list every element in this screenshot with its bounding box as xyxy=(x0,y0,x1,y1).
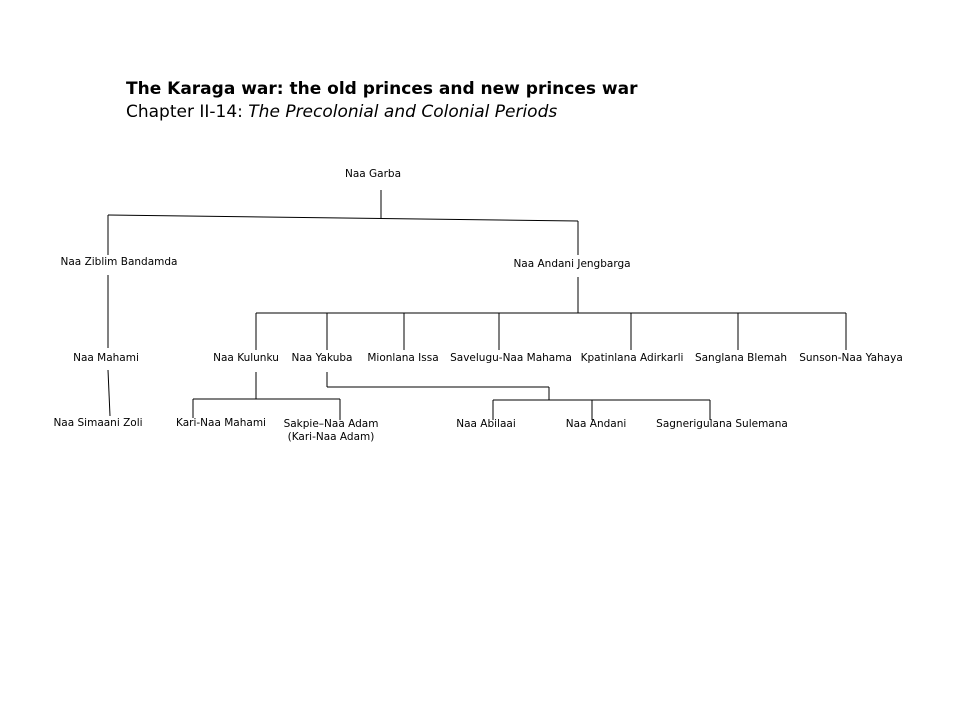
node-naa-mahami: Naa Mahami xyxy=(73,352,139,364)
node-savelugu-naa-mahama: Savelugu-Naa Mahama xyxy=(450,352,572,364)
node-sanglana-blemah: Sanglana Blemah xyxy=(694,352,788,364)
node-naa-andani-jengbarga: Naa Andani Jengbarga xyxy=(513,258,631,270)
node-kari-naa-mahami: Kari-Naa Mahami xyxy=(176,417,266,429)
node-sakpie-naa-adam-alias: (Kari-Naa Adam) xyxy=(287,431,375,443)
node-sakpie-naa-adam-name: Sakpie–Naa Adam xyxy=(283,418,379,430)
connector-gen1-bar xyxy=(107,214,579,222)
node-sagnerigulana-sulemana: Sagnerigulana Sulemana xyxy=(656,418,788,430)
node-naa-garba: Naa Garba xyxy=(344,168,402,180)
page-title: The Karaga war: the old princes and new … xyxy=(126,79,638,99)
node-kpatinlana-adirkarli: Kpatinlana Adirkarli xyxy=(580,352,684,364)
chapter-subtitle: Chapter II-14: The Precolonial and Colon… xyxy=(126,100,638,124)
chapter-prefix: Chapter II-14: xyxy=(126,102,249,122)
node-naa-andani: Naa Andani xyxy=(565,418,627,430)
node-naa-kulunku: Naa Kulunku xyxy=(213,352,279,364)
node-naa-abilaai: Naa Abilaai xyxy=(456,418,516,430)
node-naa-yakuba: Naa Yakuba xyxy=(291,352,353,364)
node-naa-simaani-zoli: Naa Simaani Zoli xyxy=(53,417,143,429)
node-sunson-naa-yahaya: Sunson-Naa Yahaya xyxy=(799,352,903,364)
node-sakpie-naa-adam: Sakpie–Naa Adam (Kari-Naa Adam) xyxy=(284,418,379,444)
node-naa-ziblim-bandamda: Naa Ziblim Bandamda xyxy=(60,256,178,268)
title-block: The Karaga war: the old princes and new … xyxy=(126,78,638,124)
chapter-title: The Precolonial and Colonial Periods xyxy=(248,102,558,122)
node-mionlana-issa: Mionlana Issa xyxy=(367,352,439,364)
connector-mahami-to-simaani xyxy=(107,369,111,417)
